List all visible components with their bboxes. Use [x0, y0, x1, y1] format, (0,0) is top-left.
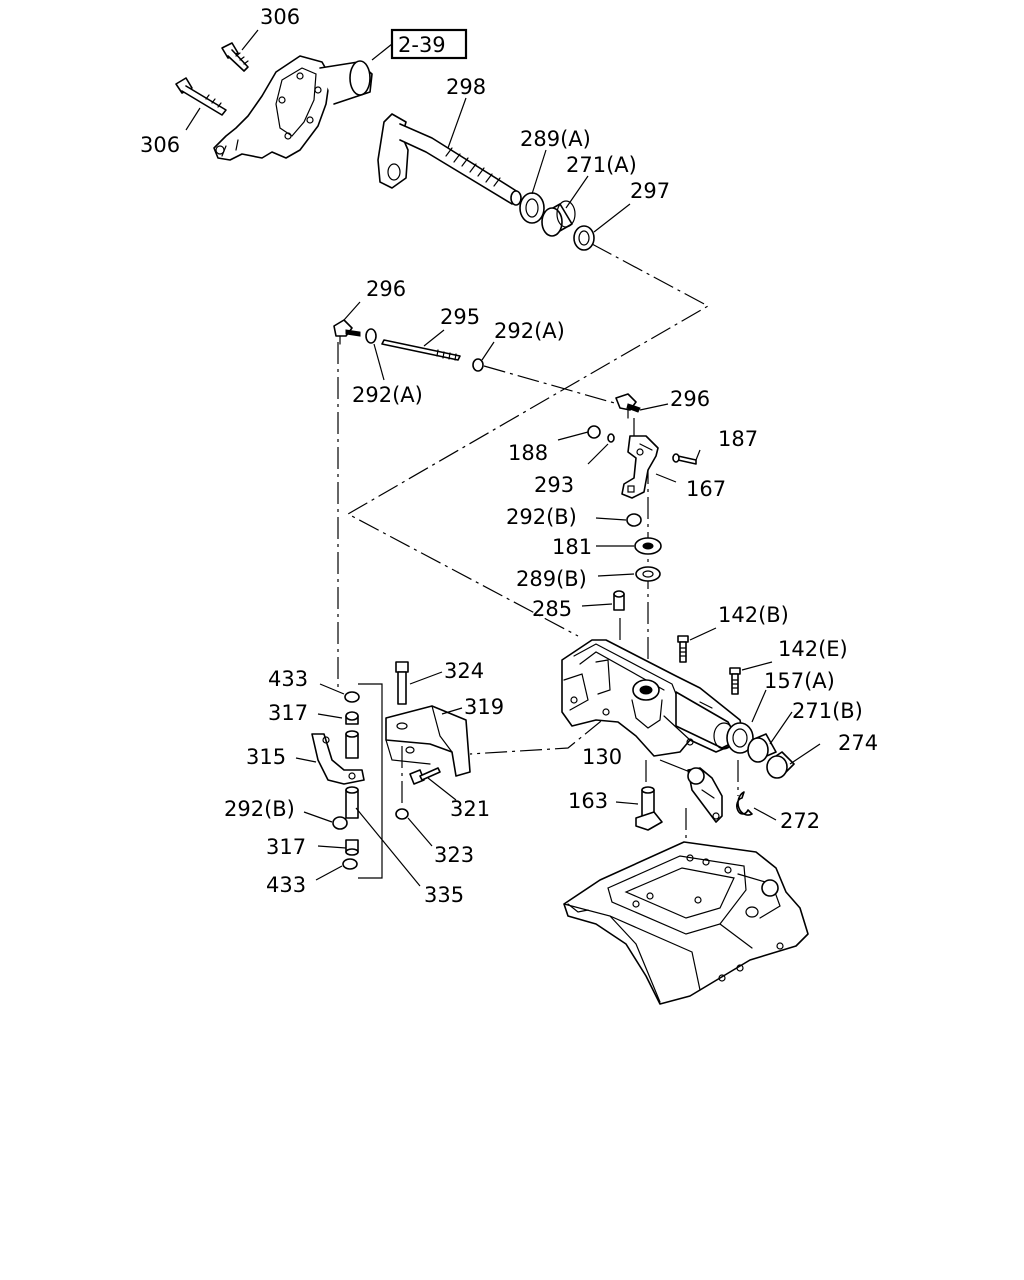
- label-296-right: 296: [670, 387, 710, 411]
- label-157a: 157(A): [764, 669, 835, 693]
- label-181: 181: [552, 535, 592, 559]
- label-297: 297: [630, 179, 670, 203]
- label-292a-left: 292(A): [352, 383, 423, 407]
- pin-285: [613, 590, 625, 611]
- nut-292b-stack: [626, 513, 642, 527]
- label-289a: 289(A): [520, 127, 591, 151]
- bracket-167: [621, 435, 659, 499]
- label-271b: 271(B): [792, 699, 863, 723]
- label-167: 167: [686, 477, 726, 501]
- label-163: 163: [568, 789, 608, 813]
- label-274: 274: [838, 731, 878, 755]
- washer-293: [607, 433, 615, 443]
- bolt-142b: [677, 635, 689, 663]
- label-142e: 142(E): [778, 637, 848, 661]
- rod-295: [381, 339, 461, 361]
- leader-lines: [185, 29, 821, 887]
- label-285: 285: [532, 597, 572, 621]
- seal-157a: [726, 722, 754, 754]
- label-289b: 289(B): [516, 567, 587, 591]
- bolt-306-upper: [221, 42, 249, 72]
- label-315: 315: [246, 745, 286, 769]
- cap-274: [766, 751, 795, 779]
- bolt-306-lower: [175, 77, 227, 116]
- nut-292b-left: [332, 816, 348, 830]
- label-187: 187: [718, 427, 758, 451]
- bushing-271a: [541, 200, 576, 237]
- label-293: 293: [534, 473, 574, 497]
- bushing-317-bottom: [345, 839, 359, 856]
- bushing-317-top: [345, 711, 359, 725]
- bolt-142e: [729, 667, 741, 695]
- label-292b-left: 292(B): [224, 797, 295, 821]
- lever-130: [687, 767, 723, 823]
- bushing-271b: [747, 733, 777, 763]
- label-130: 130: [582, 745, 622, 769]
- label-292a-right: 292(A): [494, 319, 565, 343]
- remote-control-housing: [213, 55, 373, 161]
- label-292b-stack: 292(B): [506, 505, 577, 529]
- label-317-bottom: 317: [266, 835, 306, 859]
- shift-lever-housing: [561, 639, 745, 757]
- nut-292a-left: [365, 328, 377, 344]
- pin-163: [635, 786, 663, 831]
- callout-labels: 306 306 298 289(A) 271(A) 297 296 295 29…: [140, 5, 878, 907]
- label-272: 272: [780, 809, 820, 833]
- seal-289b: [635, 566, 661, 582]
- pin-187: [672, 453, 697, 465]
- bolt-321: [409, 767, 441, 785]
- bolt-324: [395, 661, 409, 705]
- nut-292a-right: [472, 358, 484, 372]
- ball-joint-296-left: [333, 319, 361, 345]
- label-295: 295: [440, 305, 480, 329]
- label-271a: 271(A): [566, 153, 637, 177]
- label-319: 319: [464, 695, 504, 719]
- label-317-top: 317: [268, 701, 308, 725]
- label-323: 323: [434, 843, 474, 867]
- seal-297: [573, 225, 595, 251]
- label-306-upper: 306: [260, 5, 300, 29]
- snap-ring-272: [736, 791, 753, 816]
- collar-335: [345, 786, 359, 819]
- collar-181: [634, 537, 662, 555]
- nut-323: [395, 808, 409, 820]
- label-298: 298: [446, 75, 486, 99]
- ball-joint-296-right: [615, 393, 641, 419]
- bracket-group-outline: [358, 683, 383, 879]
- label-296-left: 296: [366, 277, 406, 301]
- shift-shaft-298: [377, 113, 522, 206]
- o-ring-433-bottom: [342, 858, 358, 870]
- label-142b: 142(B): [718, 603, 789, 627]
- transmission-case: [563, 841, 809, 1005]
- label-ref-2-39: 2-39: [398, 33, 446, 57]
- label-433-top: 433: [268, 667, 308, 691]
- nut-188: [587, 425, 601, 439]
- bracket-319: [385, 705, 471, 777]
- label-335: 335: [424, 883, 464, 907]
- lever-315: [311, 733, 365, 785]
- label-321: 321: [450, 797, 490, 821]
- reference-box-2-39: 2-39: [371, 28, 468, 61]
- collar-335-upper: [345, 730, 359, 759]
- label-324: 324: [444, 659, 484, 683]
- label-306-lower: 306: [140, 133, 180, 157]
- o-ring-433-top: [344, 691, 360, 703]
- label-188: 188: [508, 441, 548, 465]
- seal-289a: [519, 192, 545, 224]
- label-433-bottom: 433: [266, 873, 306, 897]
